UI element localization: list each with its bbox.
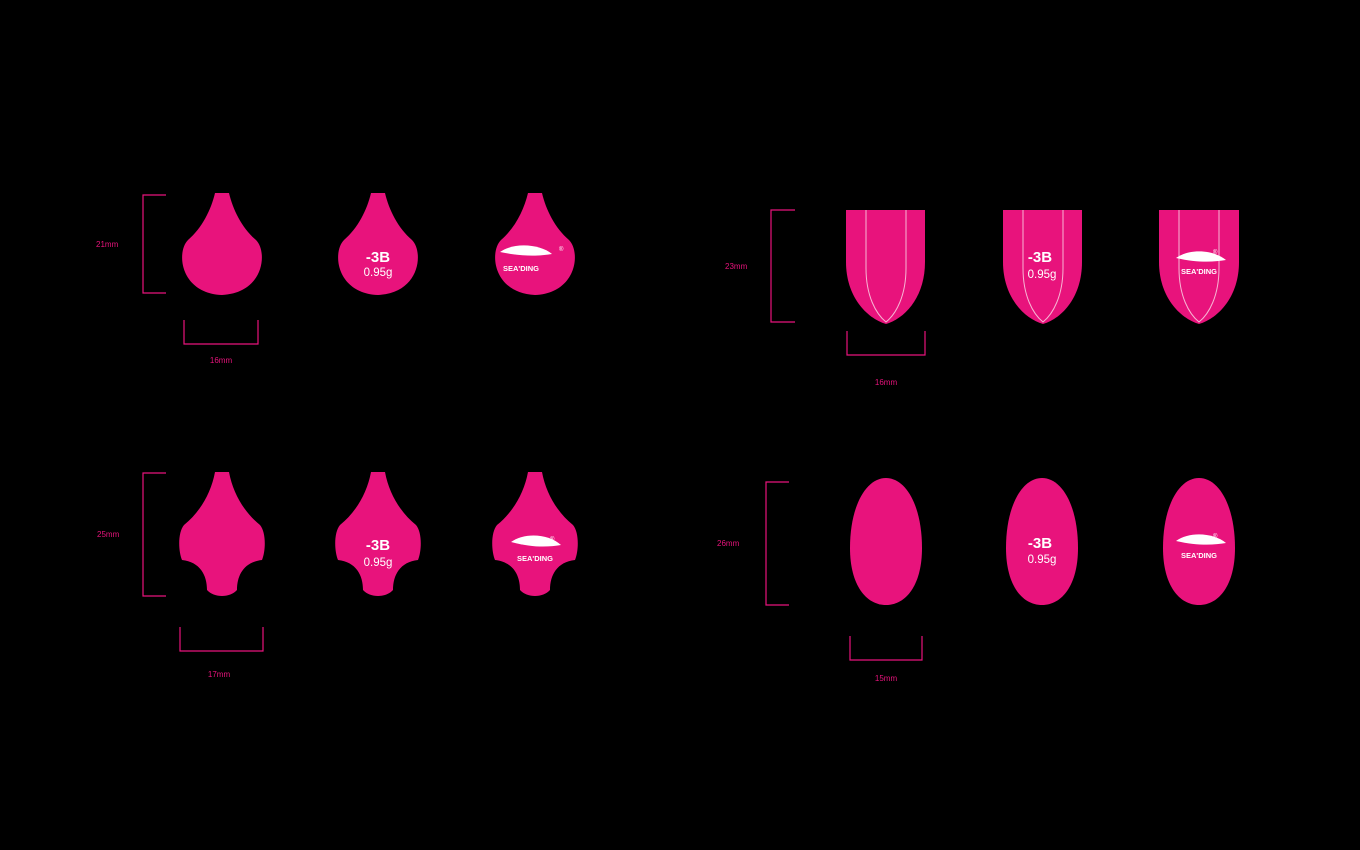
notched-sinker-brand: ® SEA'DING (492, 472, 578, 596)
height-bracket (142, 194, 166, 294)
oval-sinker-print: -3B 0.95g (1006, 478, 1078, 605)
height-bracket (142, 472, 166, 597)
teardrop-sinker-brand: ® SEA'DING (495, 193, 575, 295)
width-label: 15mm (875, 674, 898, 683)
notched-sinker-body (492, 472, 578, 596)
width-label: 16mm (875, 378, 898, 387)
fish-logo-icon (500, 245, 552, 256)
shield-groove-line (865, 210, 907, 323)
brand-text: SEA'DING (517, 554, 553, 563)
group-oval: 26mm 15mm -3B 0.95g ® SEA'DING (717, 478, 1235, 683)
width-bracket (846, 331, 926, 356)
model-code-text: -3B (1028, 535, 1052, 552)
shield-groove-line (1178, 210, 1220, 323)
group-shield: 23mm 16mm -3B 0.95g ® SEA'DING (725, 209, 1239, 387)
shield-sinker-brand: ® SEA'DING (1159, 210, 1239, 324)
notched-sinker-plain (179, 472, 265, 596)
registered-mark-icon: ® (1213, 249, 1218, 256)
notched-sinker-body (335, 472, 421, 596)
weight-text: 0.95g (1028, 554, 1057, 566)
shield-sinker-print: -3B 0.95g (1003, 210, 1082, 324)
height-label: 23mm (725, 262, 748, 271)
group-teardrop: 21mm 16mm -3B 0.95g ® SEA'DING (96, 193, 575, 365)
teardrop-sinker-body (495, 193, 575, 295)
weight-text: 0.95g (1028, 269, 1057, 281)
fish-logo-icon (511, 535, 561, 547)
brand-text: SEA'DING (503, 264, 539, 273)
width-bracket (179, 627, 264, 652)
brand-text: SEA'DING (1181, 267, 1217, 276)
height-bracket (770, 209, 795, 323)
height-label: 26mm (717, 539, 740, 548)
width-label: 17mm (208, 670, 231, 679)
width-label: 16mm (210, 356, 233, 365)
registered-mark-icon: ® (550, 536, 555, 543)
notched-sinker-print: -3B 0.95g (335, 472, 421, 596)
group-notched: 25mm 17mm -3B 0.95g ® SEA'DING (97, 472, 578, 679)
weight-text: 0.95g (364, 557, 393, 569)
model-code-text: -3B (366, 249, 390, 266)
teardrop-sinker-body (338, 193, 418, 295)
teardrop-sinker-plain (182, 193, 262, 295)
teardrop-sinker-print: -3B 0.95g (338, 193, 418, 295)
shield-sinker-plain (846, 210, 925, 324)
weight-text: 0.95g (364, 267, 393, 279)
height-label: 21mm (96, 240, 119, 249)
oval-sinker-brand: ® SEA'DING (1163, 478, 1235, 605)
registered-mark-icon: ® (1213, 533, 1218, 540)
fish-logo-icon (1176, 251, 1226, 262)
height-bracket (765, 481, 789, 606)
registered-mark-icon: ® (559, 246, 564, 253)
brand-text: SEA'DING (1181, 551, 1217, 560)
model-code-text: -3B (1028, 249, 1052, 266)
oval-sinker-plain (850, 478, 922, 605)
shield-groove-line (1022, 210, 1064, 323)
fish-logo-icon (1176, 534, 1226, 545)
oval-sinker-body (1006, 478, 1078, 605)
height-label: 25mm (97, 530, 120, 539)
model-code-text: -3B (366, 537, 390, 554)
width-bracket (849, 636, 923, 661)
width-bracket (183, 320, 259, 345)
